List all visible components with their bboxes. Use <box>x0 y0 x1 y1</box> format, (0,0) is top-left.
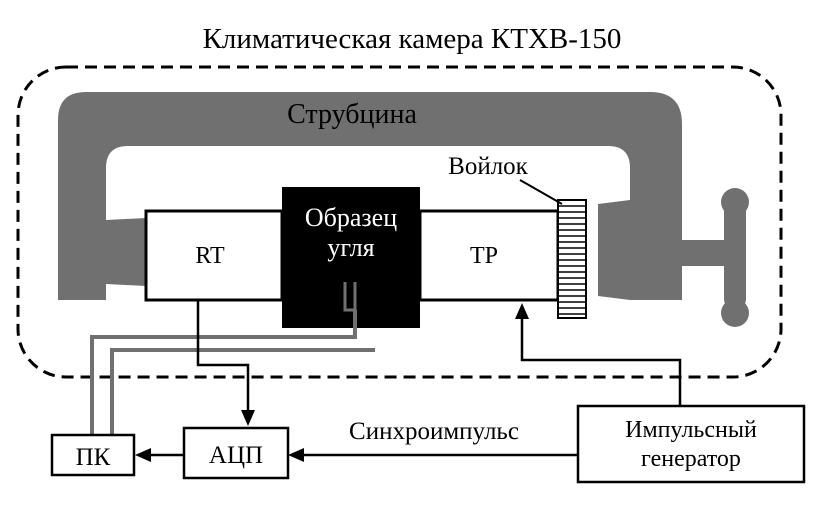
sync-pulse-label: Синхроимпульс <box>349 418 519 445</box>
wire-sample-pc-1 <box>90 310 357 435</box>
clamp-screw <box>682 240 730 266</box>
clamp-label: Струбцина <box>287 99 417 130</box>
arrowhead-sync-pulse <box>288 448 304 462</box>
coal-sample <box>282 187 420 328</box>
clamp-left-jaw <box>106 218 146 286</box>
arrowhead-rt-adc <box>241 410 255 426</box>
felt-hatching <box>558 205 586 315</box>
sample-thermocouple <box>343 282 357 312</box>
clamp-handle-knob-bottom <box>721 299 749 327</box>
wire-rt-adc <box>196 300 250 412</box>
arrowhead-generator-tp <box>515 303 529 319</box>
adc-box <box>182 426 290 480</box>
tp-block <box>418 209 560 302</box>
clamp-handle-bar <box>724 200 746 310</box>
clamp-frame <box>58 92 682 300</box>
rt-label: RT <box>195 243 225 269</box>
pc-box <box>50 433 136 477</box>
pc-label: ПК <box>76 444 111 471</box>
adc-label: АЦП <box>209 442 263 469</box>
generator-label-line2: генератор <box>641 446 741 472</box>
arrowhead-adc-pc <box>135 448 151 462</box>
sample-label-line1: Образец <box>305 203 397 232</box>
pulse-generator-box <box>576 404 806 484</box>
tp-label: TP <box>470 243 498 269</box>
diagram-title: Климатическая камера КТХВ-150 <box>203 23 622 55</box>
generator-label-line1: Импульсный <box>625 417 757 443</box>
clamp-right-jaw <box>598 200 630 300</box>
wire-generator-tp <box>520 318 682 406</box>
felt-pointer <box>519 179 563 205</box>
felt-label: Войлок <box>448 153 529 180</box>
sample-label-line2: угля <box>327 233 374 262</box>
clamp-handle-knob-top <box>721 188 749 216</box>
wire-sample-pc-2 <box>110 348 375 435</box>
felt-pad <box>557 199 587 319</box>
chamber-boundary <box>16 65 783 379</box>
